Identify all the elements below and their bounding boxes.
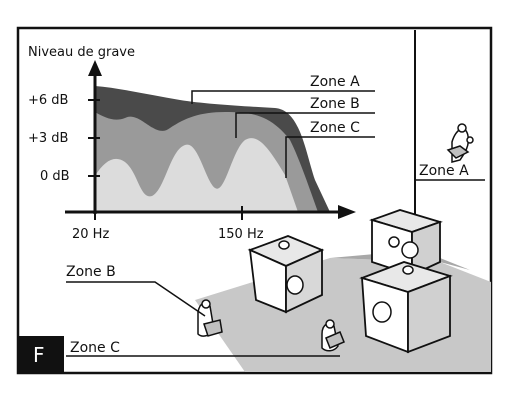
bass-level-chart: Niveau de grave +6 dB +3 dB 0 dB 20 Hz 1… — [28, 45, 375, 242]
x-tick-label-150hz: 150 Hz — [218, 227, 264, 242]
chart-zone-b-label: Zone B — [310, 96, 360, 112]
zone-c-area — [95, 138, 298, 212]
x-tick-label-20hz: 20 Hz — [72, 227, 109, 242]
chart-zone-c-label: Zone C — [310, 120, 360, 136]
room-scene: Zone A Zone B Zone C — [66, 30, 491, 372]
listener-zone-c — [321, 319, 345, 352]
room-zone-c-label: Zone C — [70, 340, 120, 356]
chart-zone-a-label: Zone A — [310, 74, 360, 90]
room-zone-a-label: Zone A — [419, 163, 469, 179]
y-tick-label-6db: +6 dB — [28, 93, 68, 108]
room-zone-b-label: Zone B — [66, 264, 116, 280]
speaker-back — [369, 209, 443, 277]
zone-c-callout-line — [285, 136, 375, 178]
listener-zone-b — [197, 299, 223, 337]
x-axis-arrow — [338, 205, 356, 219]
figure-badge-letter: F — [33, 343, 45, 367]
room-zone-b-callout-line — [66, 281, 206, 317]
y-tick-label-3db: +3 dB — [28, 131, 68, 146]
zone-b-callout-line — [235, 112, 375, 138]
y-axis-arrow — [88, 60, 102, 76]
zone-a-callout-line — [191, 90, 375, 104]
speaker-front — [359, 261, 453, 354]
figure-badge — [18, 336, 64, 373]
listener-zone-a — [446, 123, 474, 163]
y-tick-label-0db: 0 dB — [40, 169, 70, 184]
chart-y-label: Niveau de grave — [28, 45, 135, 60]
speaker-middle — [247, 235, 325, 314]
